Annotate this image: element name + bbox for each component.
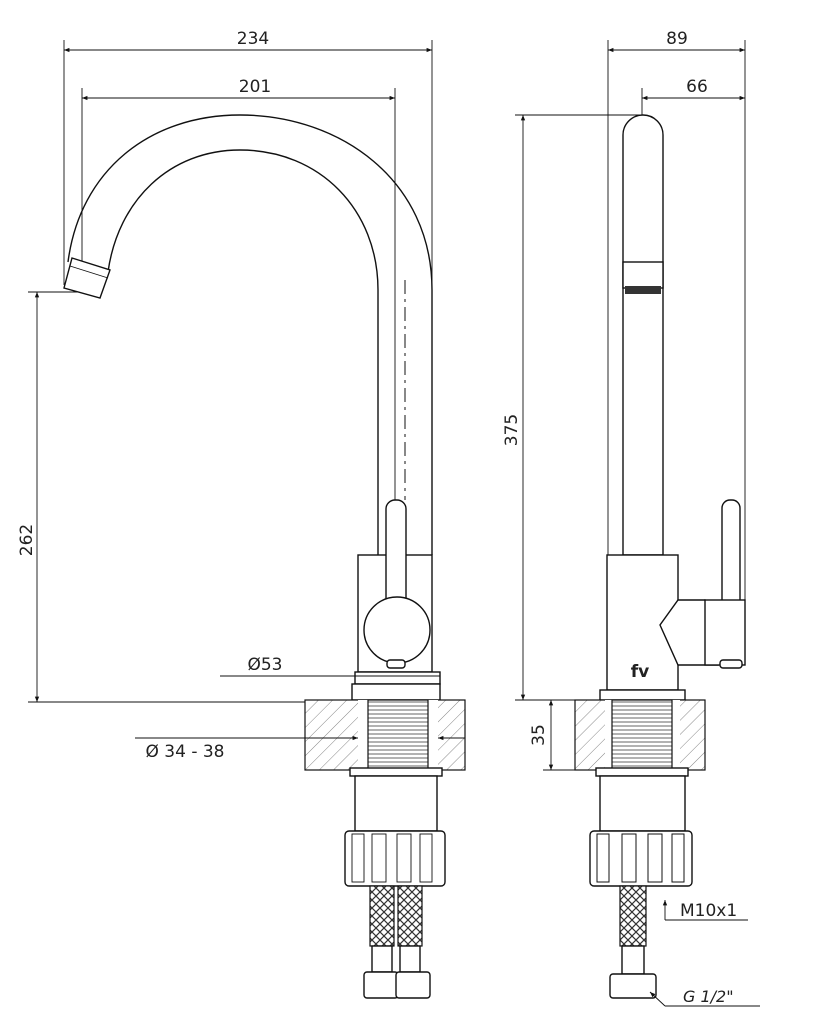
dim-label-262: 262: [17, 524, 37, 556]
side-handle: [659, 599, 719, 666]
dimension-d34-38: Ø 34 - 38: [135, 735, 465, 762]
dimension-d53: Ø53: [220, 655, 440, 677]
dim-label-234: 234: [237, 29, 269, 49]
spout-outline: [67, 114, 433, 555]
dimension-66: 66: [641, 77, 745, 115]
hose-right: [397, 885, 423, 947]
dim-label-d53: Ø53: [247, 655, 282, 675]
hose-nut-right: [395, 971, 431, 999]
dim-label-d34-38: Ø 34 - 38: [146, 742, 225, 762]
side-view: 89 66 375 35 fv: [502, 29, 760, 1007]
spout-tube: [622, 114, 664, 556]
threaded-shank: [367, 699, 429, 771]
dimension-262: 262: [17, 291, 360, 703]
lever-handle: [385, 499, 407, 611]
hose-nut-left: [363, 971, 399, 999]
dimension-375: 375: [502, 114, 640, 701]
label-g12-text: G 1/2": [683, 987, 734, 1006]
label-g12: G 1/2": [649, 987, 760, 1007]
side-hose-nut: [609, 973, 657, 999]
handle-cap: [363, 596, 431, 664]
logo: fv: [631, 662, 649, 682]
label-m10x1-text: M10x1: [680, 901, 737, 921]
dim-label-201: 201: [239, 77, 271, 97]
side-hose: [619, 885, 647, 947]
dimension-201: 201: [81, 77, 396, 500]
side-aerator: [622, 261, 664, 289]
mounting-sleeve: [354, 775, 438, 832]
side-lever: [721, 499, 741, 611]
brand-logo: fv: [631, 662, 649, 682]
label-m10x1: M10x1: [662, 900, 748, 921]
hose-left: [369, 885, 395, 947]
dim-label-89: 89: [666, 29, 688, 49]
dimension-234: 234: [63, 29, 433, 555]
dim-label-35: 35: [529, 724, 549, 746]
front-view: 234 201 262 Ø53: [17, 29, 466, 999]
spout-inner: [107, 149, 379, 555]
dim-label-66: 66: [686, 77, 708, 97]
dim-label-375: 375: [502, 414, 522, 446]
dimension-89: 89: [607, 29, 746, 600]
